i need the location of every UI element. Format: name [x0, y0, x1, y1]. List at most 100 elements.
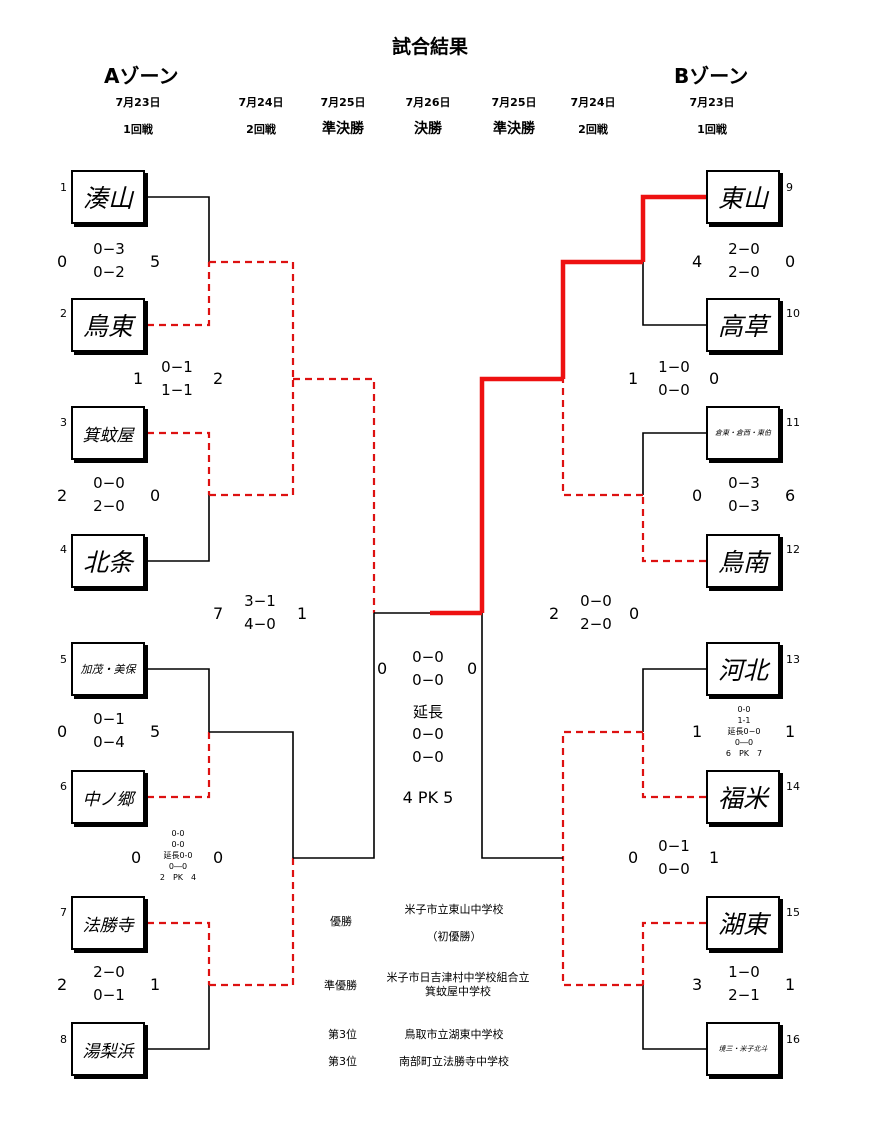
runner-up-label: 準優勝	[324, 979, 357, 992]
final-line: 0−0	[412, 725, 444, 743]
score-detail: 0―0	[734, 738, 754, 747]
b-r1-date: 7月23日	[689, 96, 735, 109]
b-zone-lines	[430, 194, 706, 1050]
bracket-line	[147, 921, 211, 985]
score-left: 2	[57, 486, 68, 505]
runner-up-value: 箕蚊屋中学校	[425, 985, 491, 998]
score-half: 0−0	[658, 381, 690, 399]
bracket-line	[641, 732, 706, 799]
score-detail: 延長0-0	[163, 851, 193, 860]
bracket-line	[147, 985, 210, 1050]
score-detail: 0―0	[168, 862, 188, 871]
team-seed: 10	[786, 307, 800, 320]
b-sf-date: 7月25日	[491, 96, 537, 109]
bracket-line	[209, 379, 295, 497]
b-r2-date: 7月24日	[570, 96, 616, 109]
score-left: 1	[692, 722, 703, 741]
zone-b-label: Bゾーン	[674, 64, 749, 88]
zone-a-label: Aゾーン	[104, 64, 179, 88]
score-left: 3	[692, 975, 703, 994]
score-right: 1	[785, 975, 796, 994]
final-date: 7月26日	[405, 96, 451, 109]
bracket-line	[561, 730, 643, 858]
score-half: 2−0	[93, 963, 125, 981]
team-box: 箕蚊屋	[71, 406, 145, 460]
team-seed: 2	[60, 307, 67, 320]
bracket-line	[561, 858, 643, 987]
score-half: 1−0	[658, 358, 690, 376]
score-right: 1	[297, 604, 308, 623]
team-box: 河北	[706, 642, 780, 696]
final-line: 0−0	[412, 648, 444, 666]
score-left: 2	[57, 975, 68, 994]
bracket-line	[147, 431, 211, 495]
bracket-line	[560, 259, 643, 379]
team-box: 湯梨浜	[71, 1022, 145, 1076]
score-right: 5	[150, 252, 161, 271]
score-half: 0−4	[93, 733, 125, 751]
b-sf-round: 準決勝	[493, 121, 535, 137]
score-half: 2−0	[580, 615, 612, 633]
score-half: 3−1	[244, 592, 276, 610]
score-left: 0	[377, 659, 388, 678]
score-right: 0	[709, 369, 720, 388]
score-half: 0−0	[658, 860, 690, 878]
score-left: 0	[628, 848, 639, 867]
bracket-line	[641, 921, 706, 985]
bracket-line	[209, 260, 295, 379]
score-detail: 2 PK 4	[159, 873, 197, 882]
team-box: 北条	[71, 534, 145, 588]
bracket-line	[293, 613, 375, 859]
team-box: 法勝寺	[71, 896, 145, 950]
score-left: 0	[692, 486, 703, 505]
score-right: 5	[150, 722, 161, 741]
bracket-line	[147, 495, 210, 562]
score-left: 1	[628, 369, 639, 388]
team-seed: 14	[786, 780, 800, 793]
team-seed: 13	[786, 653, 800, 666]
a-zone-lines	[147, 196, 432, 1050]
score-half: 1−0	[728, 963, 760, 981]
a-sf-date: 7月25日	[320, 96, 366, 109]
third-value: 南部町立法勝寺中学校	[399, 1055, 509, 1068]
score-detail: 延長0−0	[727, 727, 761, 736]
score-half: 2−1	[728, 986, 760, 1004]
team-seed: 9	[786, 181, 793, 194]
team-seed: 6	[60, 780, 67, 793]
bracket-line	[293, 377, 376, 613]
a-r2-round: 2回戦	[246, 123, 276, 136]
team-box: 鳥南	[706, 534, 780, 588]
final-pk: 4 PK 5	[402, 788, 454, 807]
score-left: 7	[213, 604, 224, 623]
team-box: 中ノ郷	[71, 770, 145, 824]
score-half: 4−0	[244, 615, 276, 633]
team-seed: 1	[60, 181, 67, 194]
score-half: 0−3	[728, 497, 760, 515]
score-left: 0	[57, 252, 68, 271]
bracket-line	[147, 196, 210, 262]
team-seed: 7	[60, 906, 67, 919]
team-box: 湊山	[71, 170, 145, 224]
team-box: 湖東	[706, 896, 780, 950]
score-right: 0	[785, 252, 796, 271]
score-half: 2−0	[728, 263, 760, 281]
champion-value: 米子市立東山中学校	[404, 903, 504, 916]
score-half: 0−1	[658, 837, 690, 855]
score-right: 1	[150, 975, 161, 994]
team-box: 鳥東	[71, 298, 145, 352]
score-half: 0−2	[93, 263, 125, 281]
final-round: 決勝	[414, 121, 442, 137]
score-half: 0−0	[580, 592, 612, 610]
team-seed: 11	[786, 416, 800, 429]
bracket-line	[641, 495, 706, 563]
team-box: 福米	[706, 770, 780, 824]
bracket-line	[642, 262, 706, 326]
score-left: 2	[549, 604, 560, 623]
bracket-line	[642, 985, 706, 1050]
a-sf-round: 準決勝	[322, 121, 364, 137]
champion-note: （初優勝）	[426, 930, 482, 943]
bracket-line	[642, 668, 706, 732]
score-half: 0−1	[161, 358, 193, 376]
bracket-line	[642, 432, 706, 495]
